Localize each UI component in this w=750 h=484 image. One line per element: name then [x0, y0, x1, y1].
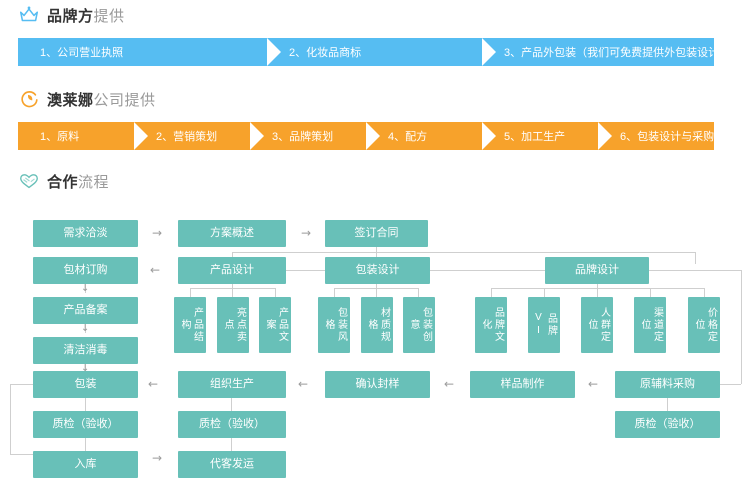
- arrow-left-material-sample: ←: [588, 377, 599, 391]
- section-title-brand-side: 品牌方提供: [47, 7, 125, 25]
- node-sample-making[interactable]: 样品制作: [470, 371, 575, 398]
- step-brand-2[interactable]: 2、化妆品商标: [267, 38, 496, 66]
- node-qc-mid[interactable]: 质检（验收）: [178, 411, 286, 438]
- arrow-left-sample-confirm: ←: [444, 377, 455, 391]
- arrow-right-demand-proposal: →: [152, 226, 163, 240]
- connector: [85, 277, 86, 293]
- node-product-design[interactable]: 产品设计: [178, 257, 286, 284]
- step-brand-1[interactable]: 1、公司营业执照: [18, 38, 281, 66]
- section-header-cooperation-flow: 合作流程: [18, 170, 109, 192]
- connector: [376, 247, 377, 264]
- connector: [232, 288, 233, 297]
- connector: [231, 397, 232, 413]
- connector: [285, 270, 330, 271]
- connector: [741, 270, 742, 384]
- arrow-right-proposal-contract: →: [301, 226, 312, 240]
- connector: [190, 288, 191, 297]
- node-pk-child-2[interactable]: 材质规格: [361, 297, 393, 353]
- connector: [85, 437, 86, 453]
- node-pd-child-1[interactable]: 产品结构: [174, 297, 206, 353]
- connector: [275, 288, 276, 297]
- connector: [231, 437, 232, 453]
- arrow-down-record-clean: ↓: [81, 323, 90, 334]
- arrow-left-confirm-organize: ←: [298, 377, 309, 391]
- connector: [544, 288, 545, 297]
- node-contract[interactable]: 签订合同: [325, 220, 428, 247]
- node-pack-order[interactable]: 包材订购: [33, 257, 138, 284]
- arrow-left-organize-packing: ←: [148, 377, 159, 391]
- connector: [667, 397, 668, 413]
- steps-brand-side: 1、公司营业执照 2、化妆品商标 3、产品外包装（我们可免费提供外包装设计）: [18, 38, 730, 66]
- connector: [704, 288, 705, 297]
- node-ship[interactable]: 代客发运: [178, 451, 286, 478]
- step-company-1[interactable]: 1、原料: [18, 122, 148, 150]
- crown-icon: [18, 4, 40, 26]
- handshake-heart-icon: [18, 170, 40, 192]
- connector: [650, 288, 651, 297]
- connector: [10, 384, 40, 385]
- section-title-company-side: 澳莱娜公司提供: [47, 91, 156, 109]
- leaf-circle-icon: [18, 88, 40, 110]
- node-package-design[interactable]: 包装设计: [325, 257, 430, 284]
- node-material-purchase[interactable]: 原辅料采购: [615, 371, 720, 398]
- node-clean-disinfect[interactable]: 清洁消毒: [33, 337, 138, 364]
- node-bd-child-4[interactable]: 渠道定位: [634, 297, 666, 353]
- connector: [85, 397, 86, 413]
- section-header-brand-side: 品牌方提供: [18, 4, 125, 26]
- connector: [10, 384, 11, 454]
- connector: [85, 357, 86, 373]
- step-company-6[interactable]: 6、包装设计与采购: [598, 122, 714, 150]
- arrow-right-warehouse-ship: →: [152, 451, 163, 465]
- node-bd-child-1[interactable]: 品牌文化: [475, 297, 507, 353]
- node-bd-child-2[interactable]: 品牌VI: [528, 297, 560, 353]
- arrow-left-productdesign-packorder: ←: [150, 263, 161, 277]
- flowchart: → → ← ← ← ← ← → ↓ ↓ ↓ 需求洽淡 方案概述 签订合同 包材订…: [0, 200, 750, 484]
- node-confirm-sample[interactable]: 确认封样: [325, 371, 430, 398]
- section-title-cooperation-flow: 合作流程: [47, 173, 110, 191]
- node-product-record[interactable]: 产品备案: [33, 297, 138, 324]
- connector: [716, 384, 741, 385]
- node-organize-production[interactable]: 组织生产: [178, 371, 286, 398]
- connector: [430, 270, 555, 271]
- node-pd-child-2[interactable]: 亮点卖点: [217, 297, 249, 353]
- step-company-4[interactable]: 4、配方: [366, 122, 496, 150]
- steps-company-side: 1、原料 2、营销策划 3、品牌策划 4、配方 5、加工生产 6、包装设计与采购: [18, 122, 714, 150]
- step-company-3[interactable]: 3、品牌策划: [250, 122, 380, 150]
- node-packing[interactable]: 包装: [33, 371, 138, 398]
- step-company-2[interactable]: 2、营销策划: [134, 122, 264, 150]
- connector: [695, 252, 696, 264]
- connector: [376, 288, 377, 297]
- node-brand-design[interactable]: 品牌设计: [545, 257, 649, 284]
- connector: [418, 288, 419, 297]
- arrow-down-packorder-record: ↓: [81, 283, 90, 294]
- node-bd-child-3[interactable]: 人群定位: [581, 297, 613, 353]
- connector: [85, 317, 86, 333]
- node-qc-left[interactable]: 质检（验收）: [33, 411, 138, 438]
- connector: [10, 454, 40, 455]
- step-company-5[interactable]: 5、加工生产: [482, 122, 612, 150]
- connector: [648, 270, 741, 271]
- connector: [334, 288, 335, 297]
- node-qc-right[interactable]: 质检（验收）: [615, 411, 720, 438]
- connector: [491, 288, 492, 297]
- node-warehouse[interactable]: 入库: [33, 451, 138, 478]
- node-bd-child-5[interactable]: 价格定位: [688, 297, 720, 353]
- arrow-down-clean-packing: ↓: [81, 363, 90, 374]
- node-pd-child-3[interactable]: 产品文案: [259, 297, 291, 353]
- node-pk-child-3[interactable]: 包装创意: [403, 297, 435, 353]
- node-proposal[interactable]: 方案概述: [178, 220, 286, 247]
- step-brand-3[interactable]: 3、产品外包装（我们可免费提供外包装设计）: [482, 38, 730, 66]
- node-demand[interactable]: 需求洽淡: [33, 220, 138, 247]
- node-pk-child-1[interactable]: 包装风格: [318, 297, 350, 353]
- connector: [232, 252, 695, 253]
- connector: [597, 288, 598, 297]
- section-header-company-side: 澳莱娜公司提供: [18, 88, 156, 110]
